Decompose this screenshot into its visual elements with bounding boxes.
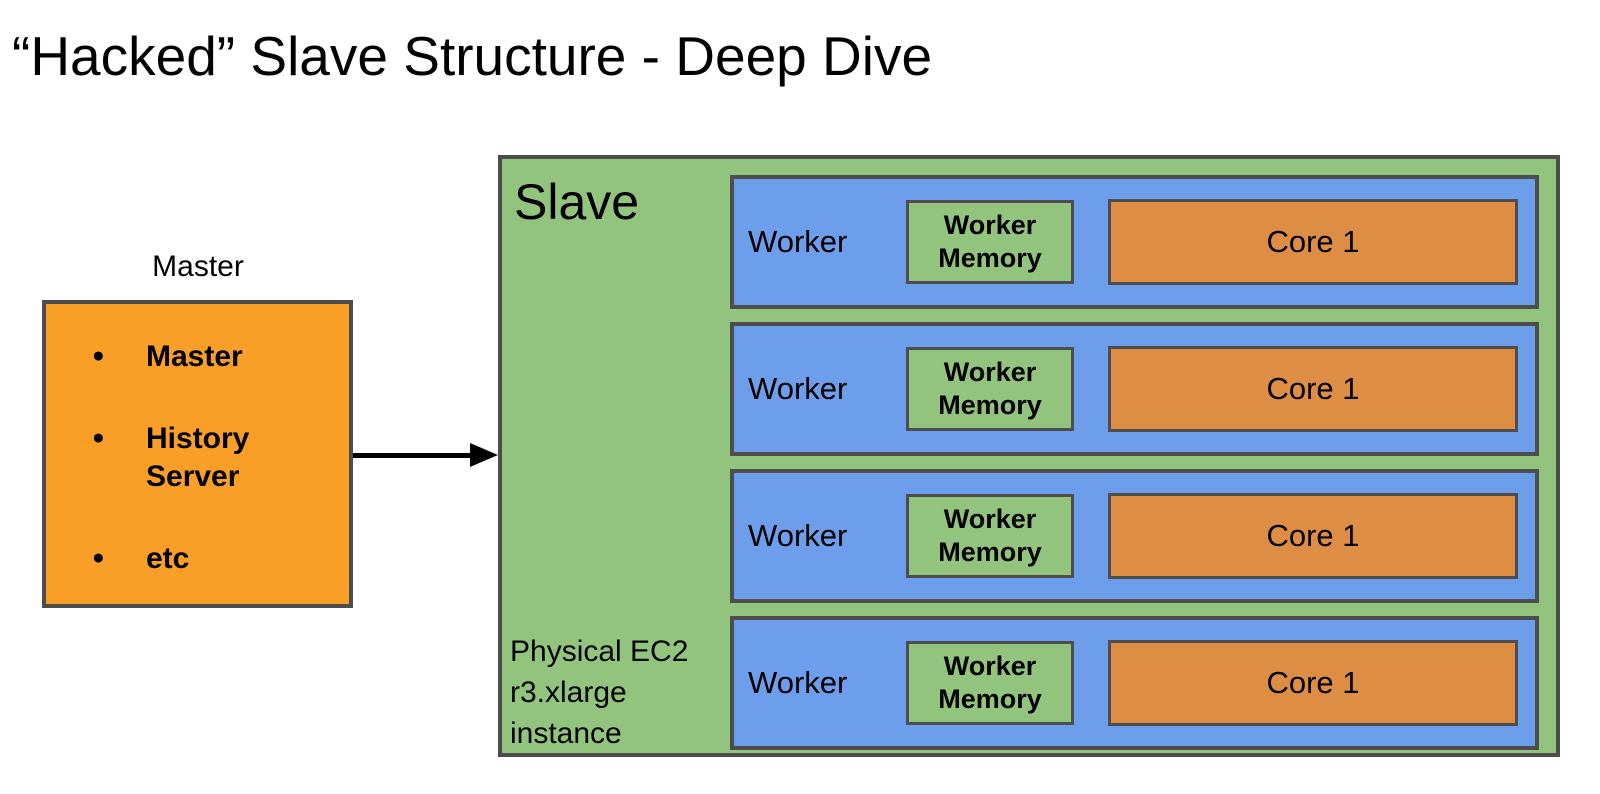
worker-label: Worker xyxy=(748,665,848,700)
core-box: Core 1 xyxy=(1108,640,1518,726)
bullet-icon: ● xyxy=(92,426,105,449)
master-list-item: ● Master xyxy=(46,338,326,376)
master-to-slave-arrow xyxy=(353,443,498,467)
core-box: Core 1 xyxy=(1108,199,1518,285)
worker-memory-box: Worker Memory xyxy=(906,641,1074,725)
master-list-item-label: History Server xyxy=(146,422,250,493)
master-box-caption: Master xyxy=(152,250,244,283)
page-title: “Hacked” Slave Structure - Deep Dive xyxy=(12,25,933,87)
worker-memory-box: Worker Memory xyxy=(906,347,1074,431)
arrow-head-icon xyxy=(470,443,498,467)
core-box: Core 1 xyxy=(1108,493,1518,579)
master-list-item: ● History Server xyxy=(46,420,326,496)
master-services-list: ● Master ● History Server ● etc xyxy=(46,338,349,578)
bullet-icon: ● xyxy=(92,546,105,569)
worker-label: Worker xyxy=(748,224,848,259)
slave-box-label: Slave xyxy=(514,174,640,230)
worker-row-3: Worker Worker Memory Core 1 xyxy=(730,469,1539,603)
core-box: Core 1 xyxy=(1108,346,1518,432)
master-list-item-label: Master xyxy=(146,340,243,373)
worker-label: Worker xyxy=(748,371,848,406)
bullet-icon: ● xyxy=(92,344,105,367)
worker-row-2: Worker Worker Memory Core 1 xyxy=(730,322,1539,456)
master-list-item-label: etc xyxy=(146,542,190,575)
worker-label: Worker xyxy=(748,518,848,553)
master-list-item: ● etc xyxy=(46,540,326,578)
worker-memory-box: Worker Memory xyxy=(906,200,1074,284)
worker-memory-box: Worker Memory xyxy=(906,494,1074,578)
master-box: ● Master ● History Server ● etc xyxy=(42,300,353,608)
instance-type-note: Physical EC2 r3.xlarge instance xyxy=(510,635,689,750)
slave-box: Slave Worker Worker Memory Core 1 Worker… xyxy=(498,155,1560,757)
worker-row-1: Worker Worker Memory Core 1 xyxy=(730,175,1539,309)
worker-row-4: Worker Worker Memory Core 1 xyxy=(730,616,1539,750)
arrow-line xyxy=(353,453,473,458)
